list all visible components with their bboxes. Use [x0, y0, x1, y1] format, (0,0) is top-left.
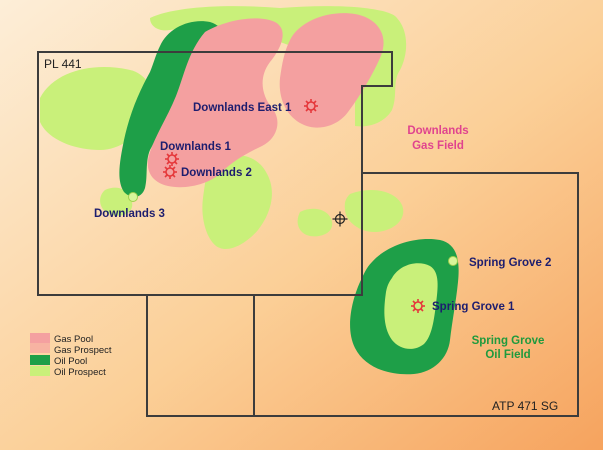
- oil-well-icon: [128, 192, 138, 202]
- spring-grove-field-label-line1: Spring Grove: [472, 335, 545, 347]
- well-label-spring-grove-2: Spring Grove 2: [469, 257, 551, 269]
- legend: Gas Pool Gas Prospect Oil Pool Oil Prosp…: [30, 333, 112, 378]
- oil-well-icon: [448, 256, 458, 266]
- gas-pool-downlands-east: [279, 13, 384, 128]
- pl441-boundary: [37, 51, 393, 296]
- oil-prospect-east-a: [344, 189, 404, 232]
- legend-label-oil-prospect: Oil Prospect: [54, 367, 106, 378]
- oil-prospect-downlands-3: [100, 187, 133, 216]
- well-label-spring-grove-1: Spring Grove 1: [432, 301, 515, 313]
- gas-well-icon: [165, 152, 179, 166]
- legend-swatch-gas-prospect: [30, 343, 50, 353]
- well-label-downlands-2: Downlands 2: [181, 167, 252, 179]
- atp471-boundary: [146, 172, 579, 417]
- legend-swatch-gas-pool: [30, 333, 50, 343]
- atp471-label: ATP 471 SG: [492, 399, 558, 413]
- well-label-downlands-3: Downlands 3: [94, 208, 165, 220]
- legend-label-gas-pool: Gas Pool: [54, 334, 93, 345]
- oil-prospect-east-b: [297, 208, 333, 237]
- well-label-downlands-1: Downlands 1: [160, 141, 232, 153]
- oil-prospect-west: [40, 67, 154, 150]
- spring-grove-field-label-line2: Oil Field: [485, 349, 530, 361]
- well-label-downlands-east-1: Downlands East 1: [193, 102, 292, 114]
- legend-label-gas-prospect: Gas Prospect: [54, 345, 112, 356]
- pl441-label: PL 441: [44, 57, 82, 71]
- gas-pool-areas: [147, 13, 438, 349]
- oil-prospect-central: [202, 155, 272, 250]
- gas-well-icon: [411, 299, 425, 313]
- legend-swatch-oil-pool: [30, 355, 50, 365]
- downlands-field-label-line1: Downlands: [407, 125, 468, 137]
- legend-swatch-oil-prospect: [30, 366, 50, 376]
- permit-boundaries: [37, 51, 579, 417]
- downlands-field-label-line2: Gas Field: [412, 140, 464, 152]
- planned-well-icon: [332, 211, 348, 227]
- gas-well-icon: [163, 165, 177, 179]
- legend-label-oil-pool: Oil Pool: [54, 356, 87, 367]
- gas-pool-downlands: [147, 18, 283, 188]
- gas-well-icon: [304, 99, 318, 113]
